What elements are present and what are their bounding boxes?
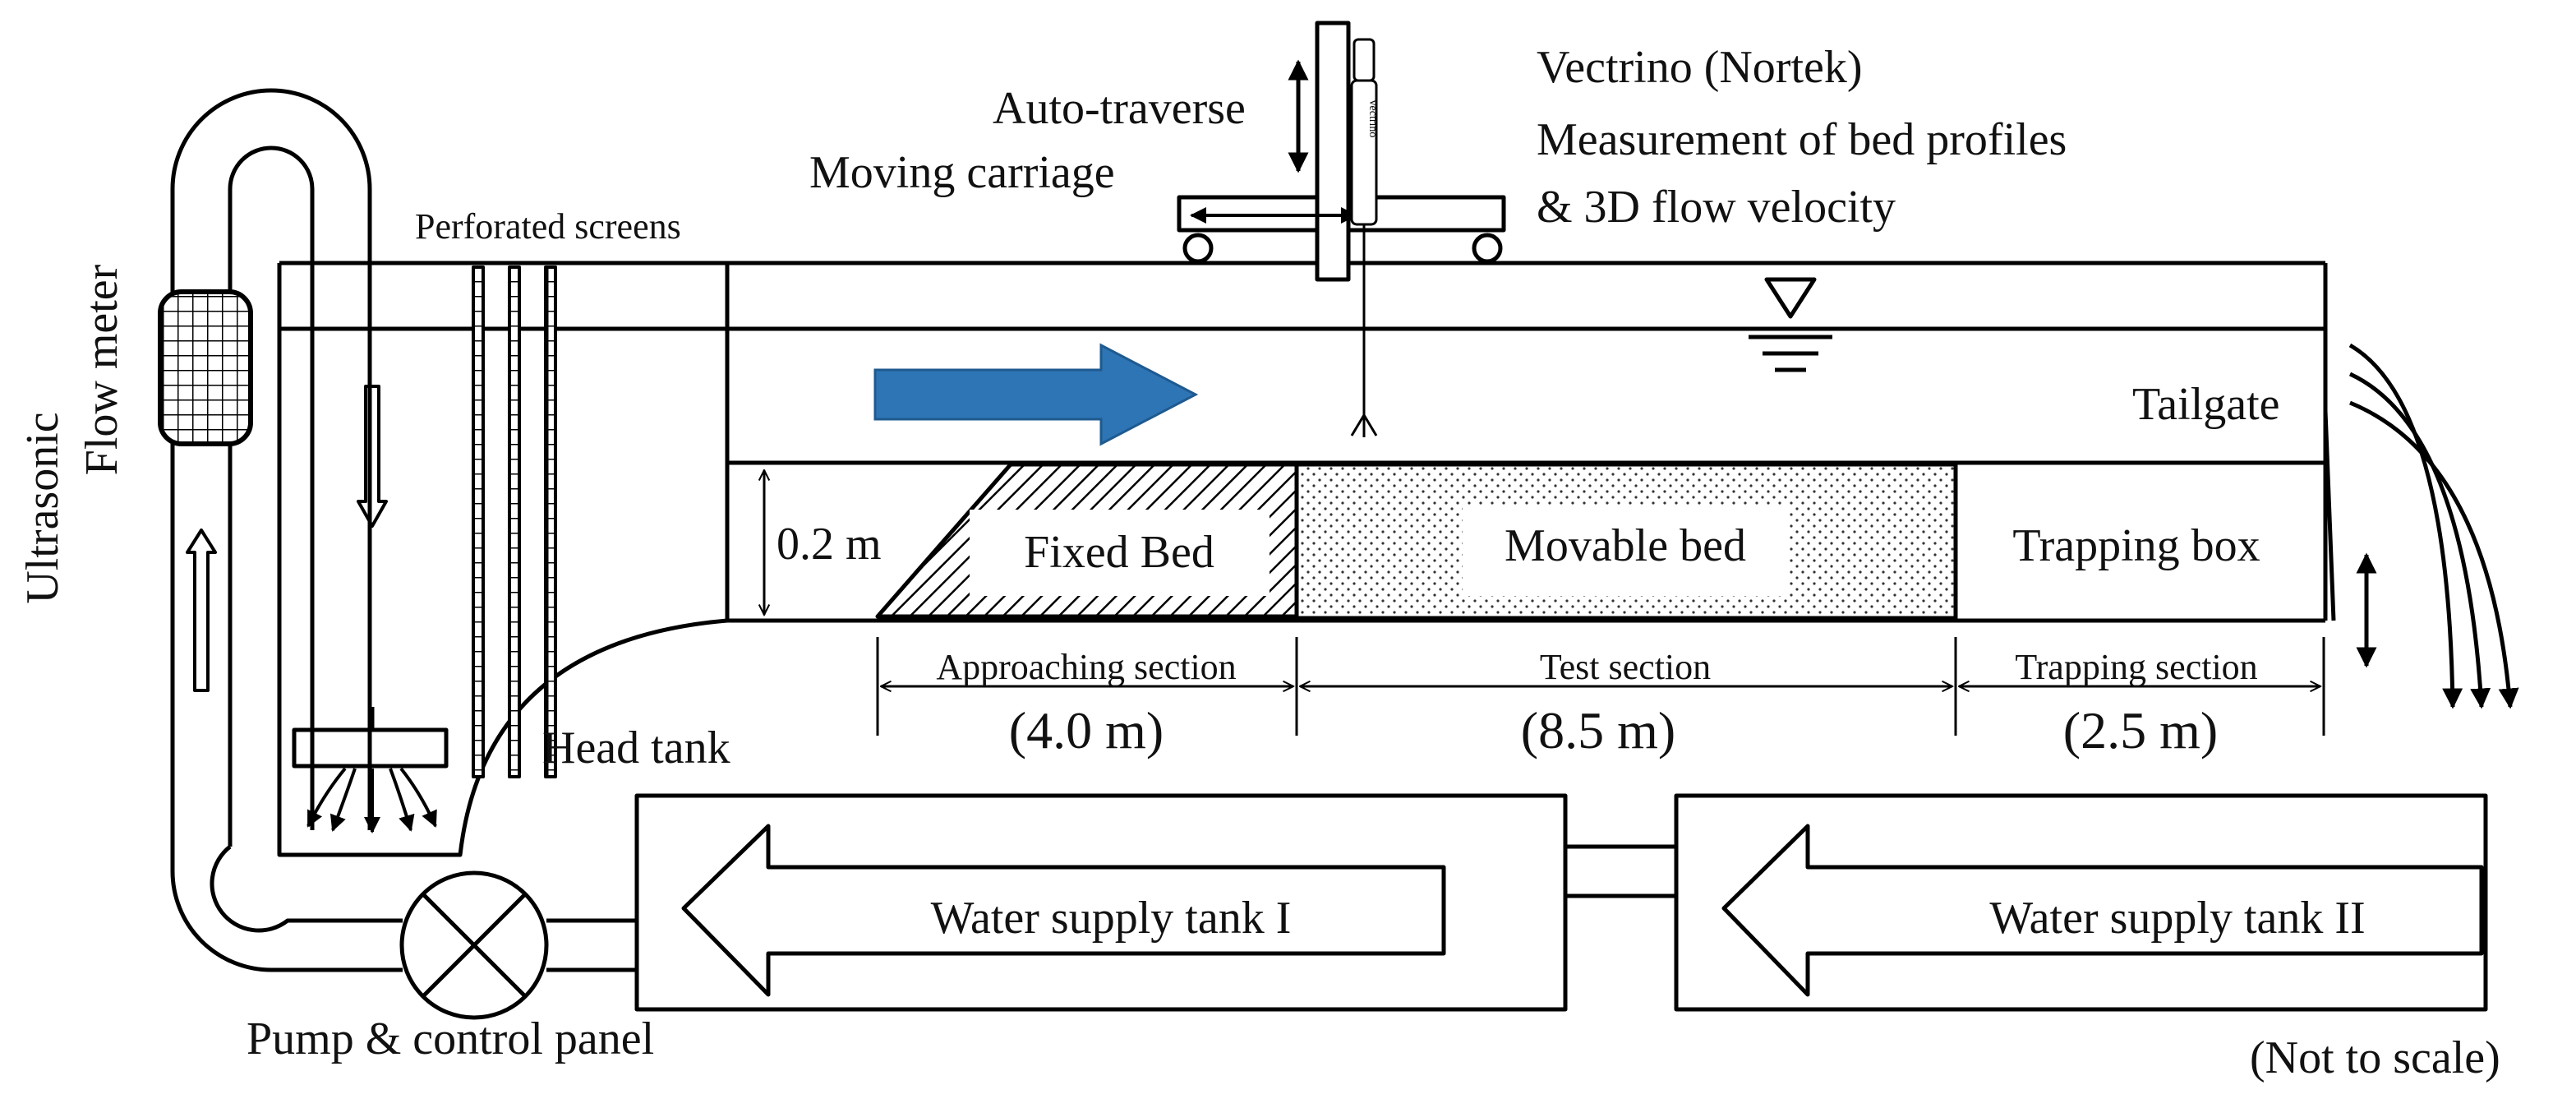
probe-text: Vectrino <box>1366 99 1379 137</box>
approaching-length-label: (4.0 m) <box>1009 701 1164 759</box>
not-to-scale-label: (Not to scale) <box>2250 1032 2500 1083</box>
water-surface-symbol <box>1749 277 1832 372</box>
vectrino-measurement-label: Measurement of bed profiles <box>1537 114 2067 165</box>
bed-height-label: 0.2 m <box>776 519 882 570</box>
head-tank <box>277 261 2325 857</box>
supply-tank-2-label: Water supply tank II <box>1989 893 2365 944</box>
head-tank-label: Head tank <box>542 723 730 773</box>
flow-meter-label-line2: Flow meter <box>76 264 127 475</box>
approaching-section-label: Approaching section <box>936 647 1236 687</box>
tailgate-label: Tailgate <box>2132 379 2280 430</box>
flow-direction-arrow <box>873 343 1199 446</box>
perforated-screens <box>472 265 557 778</box>
auto-traverse-label: Auto-traverse <box>993 83 1246 134</box>
pump-symbol <box>399 870 549 1020</box>
diffuser-arrows <box>306 767 437 833</box>
vectrino-label: Vectrino (Nortek) <box>1537 42 1863 93</box>
test-section-label: Test section <box>1540 647 1711 687</box>
flow-meter-label-line1: Ultrasonic <box>17 412 68 603</box>
flume-channel <box>727 261 2336 623</box>
pump-label: Pump & control panel <box>247 1013 654 1064</box>
tank-connector <box>1565 844 1676 898</box>
return-pipe <box>170 88 637 972</box>
perforated-screens-label: Perforated screens <box>415 206 681 247</box>
trapping-box-label: Trapping box <box>2012 520 2260 571</box>
moving-carriage <box>1177 21 1506 282</box>
test-length-label: (8.5 m) <box>1521 701 1675 759</box>
vectrino-probe <box>1350 38 1378 437</box>
section-dimensions <box>876 637 2325 736</box>
supply-tank-1-label: Water supply tank I <box>931 893 1292 944</box>
moving-carriage-label: Moving carriage <box>809 147 1115 198</box>
flow-meter <box>158 289 253 446</box>
trapping-section-label: Trapping section <box>2015 647 2257 687</box>
water-supply-tank-1 <box>634 793 1568 1012</box>
trapping-length-label: (2.5 m) <box>2063 701 2218 759</box>
water-supply-tank-2 <box>1674 793 2488 1012</box>
fixed-bed-label: Fixed Bed <box>1024 527 1214 578</box>
vectrino-velocity-label: & 3D flow velocity <box>1537 182 1896 233</box>
movable-bed-label: Movable bed <box>1505 520 1746 571</box>
outflow-arrows <box>2348 343 2519 709</box>
